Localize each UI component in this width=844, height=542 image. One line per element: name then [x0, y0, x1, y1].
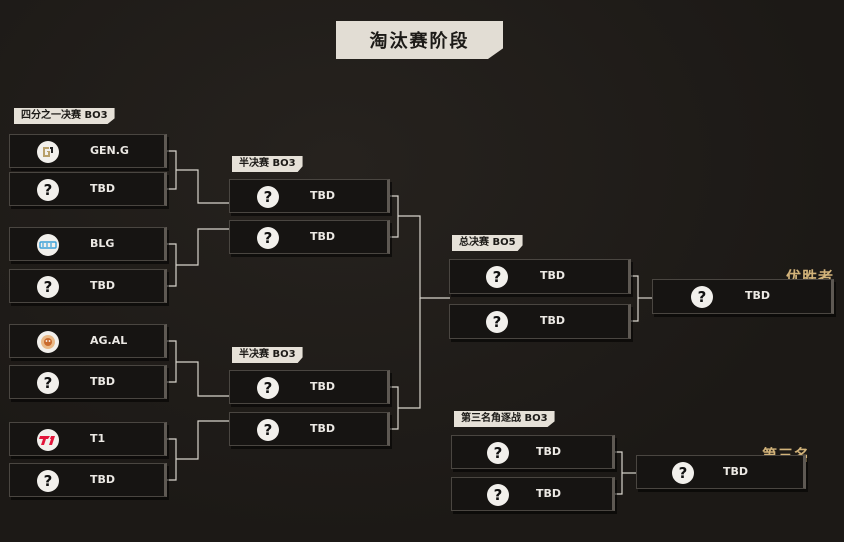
question-icon: ?	[672, 462, 694, 484]
bracket-slot[interactable]: ? TBD	[229, 412, 390, 446]
question-icon: ?	[37, 179, 59, 201]
team-name: TBD	[310, 380, 336, 393]
question-icon: ?	[486, 311, 508, 333]
t1-logo	[37, 429, 59, 451]
team-name: AG.AL	[90, 334, 128, 347]
question-icon: ?	[486, 266, 508, 288]
team-name: TBD	[310, 189, 336, 202]
team-name: TBD	[90, 473, 116, 486]
bracket-slot[interactable]: ? TBD	[229, 220, 390, 254]
bracket-slot[interactable]: GEN.G	[9, 134, 167, 168]
bracket-slot[interactable]: ? TBD	[449, 304, 631, 339]
bracket-slot[interactable]: ? TBD	[229, 179, 390, 213]
question-icon: ?	[487, 442, 509, 464]
bracket-slot[interactable]: ? TBD	[9, 365, 167, 399]
third-place-slot[interactable]: ? TBD	[636, 455, 806, 489]
gen-g-logo	[37, 141, 59, 163]
semifinal-label-1: 半决赛 BO3	[232, 156, 303, 172]
page-title: 淘汰赛阶段	[336, 21, 503, 59]
final-label: 总决赛 BO5	[452, 235, 523, 251]
bracket-slot[interactable]: ? TBD	[451, 435, 615, 469]
team-name: TBD	[310, 422, 336, 435]
question-icon: ?	[691, 286, 713, 308]
team-name: TBD	[745, 289, 771, 302]
team-name: TBD	[540, 269, 566, 282]
ag-al-logo	[37, 331, 59, 353]
bracket-slot[interactable]: T1	[9, 422, 167, 456]
bracket-slot[interactable]: ? TBD	[449, 259, 631, 294]
semifinal-label-2: 半决赛 BO3	[232, 347, 303, 363]
team-name: TBD	[536, 445, 562, 458]
question-icon: ?	[37, 372, 59, 394]
question-icon: ?	[257, 186, 279, 208]
team-name: TBD	[540, 314, 566, 327]
question-icon: ?	[257, 377, 279, 399]
team-name: BLG	[90, 237, 115, 250]
question-icon: ?	[257, 419, 279, 441]
team-name: TBD	[536, 487, 562, 500]
team-name: TBD	[90, 375, 116, 388]
blg-logo	[37, 234, 59, 256]
bracket-slot[interactable]: ? TBD	[9, 463, 167, 497]
quarterfinal-label: 四分之一决赛 BO3	[14, 108, 115, 124]
team-name: GEN.G	[90, 144, 129, 157]
bracket-slot[interactable]: AG.AL	[9, 324, 167, 358]
bracket-slot[interactable]: ? TBD	[451, 477, 615, 511]
team-name: TBD	[90, 182, 116, 195]
question-icon: ?	[257, 227, 279, 249]
champion-slot[interactable]: ? TBD	[652, 279, 834, 314]
bracket-slot[interactable]: ? TBD	[9, 172, 167, 206]
third-place-label: 第三名角逐战 BO3	[454, 411, 555, 427]
team-name: TBD	[723, 465, 749, 478]
bracket-slot[interactable]: ? TBD	[229, 370, 390, 404]
question-icon: ?	[37, 470, 59, 492]
bracket-slot[interactable]: BLG	[9, 227, 167, 261]
team-name: T1	[90, 432, 106, 445]
question-icon: ?	[487, 484, 509, 506]
team-name: TBD	[310, 230, 336, 243]
bracket-slot[interactable]: ? TBD	[9, 269, 167, 303]
team-name: TBD	[90, 279, 116, 292]
question-icon: ?	[37, 276, 59, 298]
